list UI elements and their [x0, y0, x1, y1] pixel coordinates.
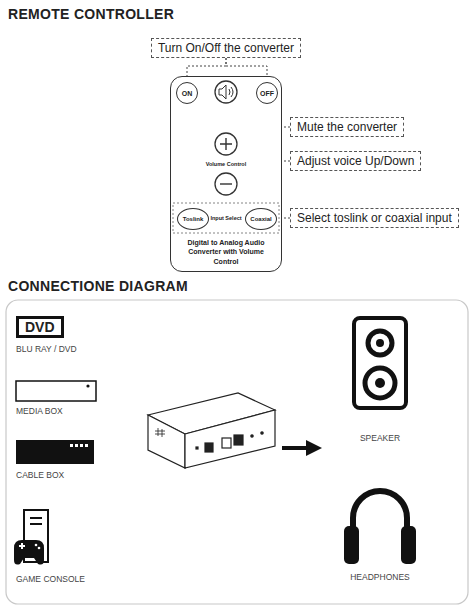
group-label: Volume Control: [206, 161, 247, 167]
node-text: Coaxial: [250, 216, 271, 222]
callout-box: Select toslink or coaxial input: [290, 208, 459, 228]
source-label: BLU RAY / DVD: [16, 344, 77, 354]
headphones-icon: [344, 491, 416, 564]
remote-button: ON: [176, 82, 198, 104]
node-text: Adjust voice Up/Down: [297, 154, 414, 168]
panel-frame: [6, 300, 468, 604]
leader-line: [282, 127, 290, 128]
callout-box: Adjust voice Up/Down: [290, 151, 421, 171]
callout-box: Mute the converter: [290, 117, 404, 137]
callout-box: Turn On/Off the converter: [151, 38, 301, 58]
dvd-player-box: DVD: [16, 316, 64, 338]
source-label: CABLE BOX: [16, 470, 64, 480]
remote-caption: Digital to Analog Audio Converter with V…: [175, 238, 277, 266]
input-button: Toslink: [177, 208, 209, 230]
source-label: MEDIA BOX: [16, 406, 63, 416]
cable-box-icon: [16, 440, 94, 464]
output-label: HEADPHONES: [350, 572, 410, 582]
output-label: SPEAKER: [360, 433, 400, 443]
node-text: OFF: [260, 90, 274, 97]
section-title: REMOTE CONTROLLER: [8, 6, 174, 22]
leader-line: [282, 161, 290, 162]
group-label: Input Select: [210, 215, 241, 221]
media-box-icon: [16, 381, 96, 401]
speaker-icon: [354, 318, 406, 408]
signal-arrow: [282, 440, 322, 456]
node-text: DVD: [25, 319, 55, 335]
section-title: CONNECTIONE DIAGRAM: [8, 278, 188, 294]
remote-body: Digital to Analog Audio Converter with V…: [170, 76, 282, 272]
source-label: GAME CONSOLE: [16, 574, 85, 584]
node-text: Mute the converter: [297, 120, 397, 134]
node-text: ON: [182, 90, 193, 97]
input-button: Coaxial: [245, 208, 277, 230]
converter-device: [148, 393, 275, 468]
game-console-icon: [14, 510, 48, 565]
node-text: Turn On/Off the converter: [158, 41, 294, 55]
node-text: Select toslink or coaxial input: [297, 211, 452, 225]
remote-button: OFF: [256, 82, 278, 104]
node-text: Toslink: [183, 216, 204, 222]
